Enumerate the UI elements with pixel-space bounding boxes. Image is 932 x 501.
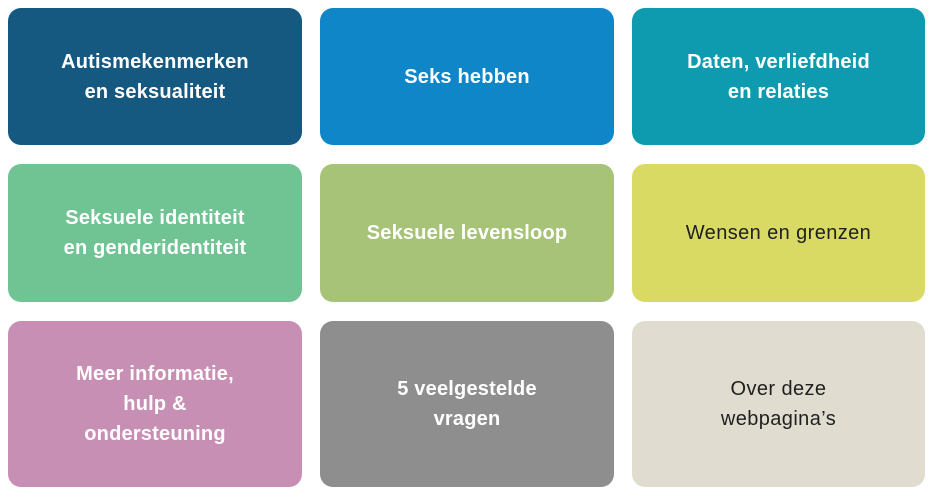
tile-seksuele-levensloop[interactable]: Seksuele levensloop bbox=[320, 164, 614, 302]
tile-label: Seksuele identiteit en genderidentiteit bbox=[63, 207, 247, 259]
tile-5-veelgestelde-vragen[interactable]: 5 veelgestelde vragen bbox=[320, 321, 614, 487]
tile-label: Wensen en grenzen bbox=[685, 222, 872, 244]
tile-meer-informatie-hulp-en-ondersteuning[interactable]: Meer informatie, hulp & ondersteuning bbox=[8, 321, 302, 487]
tile-autismekenmerken-en-seksualiteit[interactable]: Autismekenmerken en seksualiteit bbox=[8, 8, 302, 145]
tile-label: Autismekenmerken en seksualiteit bbox=[61, 50, 249, 103]
tile-label: Meer informatie, hulp & ondersteuning bbox=[76, 363, 234, 445]
tile-label: Seksuele levensloop bbox=[366, 222, 568, 244]
tile-seks-hebben[interactable]: Seks hebben bbox=[320, 8, 614, 145]
tile-daten-verliefdheid-en-relaties[interactable]: Daten, verliefdheid en relaties bbox=[632, 8, 925, 145]
tile-label: 5 veelgestelde vragen bbox=[397, 378, 537, 430]
tile-label: Over deze webpagina’s bbox=[720, 378, 837, 430]
tile-seksuele-identiteit-en-genderidentiteit[interactable]: Seksuele identiteit en genderidentiteit bbox=[8, 164, 302, 302]
tile-over-deze-webpaginas[interactable]: Over deze webpagina’s bbox=[632, 321, 925, 487]
tile-label: Daten, verliefdheid en relaties bbox=[687, 50, 870, 103]
tile-wensen-en-grenzen[interactable]: Wensen en grenzen bbox=[632, 164, 925, 302]
tile-label: Seks hebben bbox=[404, 65, 530, 88]
